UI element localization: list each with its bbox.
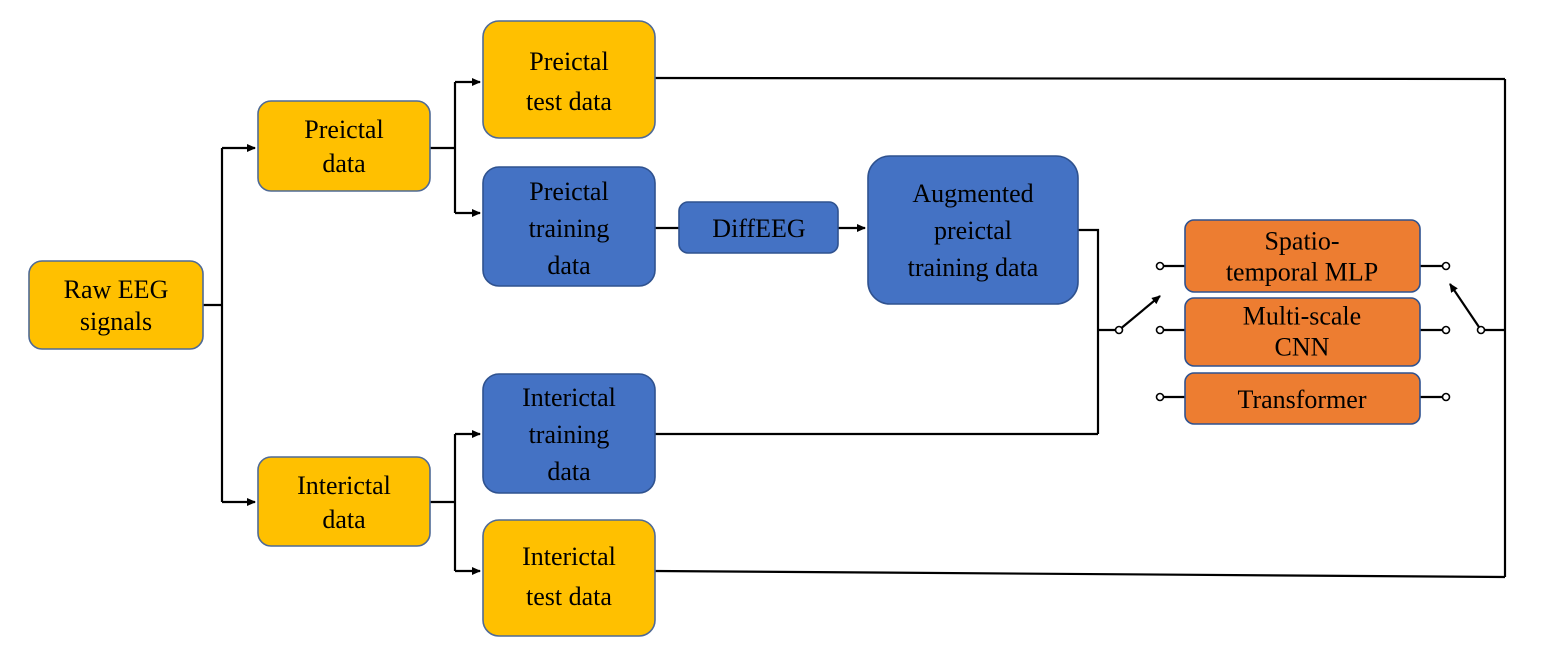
label-line: training [529, 420, 610, 449]
label-line: temporal MLP [1226, 258, 1378, 287]
label-line: Preictal [529, 47, 608, 76]
label-line: Augmented [912, 179, 1033, 208]
transformer-out-terminal [1441, 392, 1451, 402]
label-line: Interictal [297, 471, 391, 500]
cnn-out-terminal [1441, 325, 1451, 335]
interictal-test-data-box: Interictal test data [482, 519, 656, 637]
label-line: Interictal [522, 383, 616, 412]
switch-terminals [1114, 261, 1486, 402]
preictal-data-box: Preictal data [257, 100, 431, 192]
preictal-test-data-box: Preictal test data [482, 20, 656, 139]
mlp-out-terminal [1441, 261, 1451, 271]
label-line: Preictal [529, 177, 608, 206]
label-line: Transformer [1237, 385, 1366, 414]
label-line: data [322, 505, 366, 534]
interictal-data-box: Interictal data [257, 456, 431, 547]
augmented-out-connector [1078, 228, 1100, 434]
label-line: data [547, 251, 591, 280]
interictal-training-data-box: Interictal training data [482, 373, 656, 494]
label-line: Preictal [304, 115, 383, 144]
label-line: Spatio- [1264, 227, 1339, 256]
transformer-in-terminal [1155, 392, 1165, 402]
output-switch-pivot [1476, 325, 1486, 335]
spatiotemporal-mlp-label: Spatio-temporal MLP [1226, 227, 1378, 287]
spatiotemporal-mlp-box: Spatio-temporal MLP [1184, 219, 1421, 293]
label-line: data [547, 457, 591, 486]
label-line: Raw EEG [64, 275, 169, 304]
input-switch-lever [1118, 295, 1161, 331]
diffeeg-label: DiffEEG [712, 214, 805, 243]
input-switch-pivot [1114, 325, 1124, 335]
interictal-test-data-label: Interictal test data [522, 542, 616, 611]
augmented-preictal-training-data-box: Augmented preictal training data [867, 155, 1079, 305]
label-line: CNN [1275, 333, 1330, 362]
connectors [203, 76, 1507, 579]
transformer-label: Transformer [1237, 385, 1366, 414]
raw-eeg-box: Raw EEG signals [28, 260, 204, 350]
label-line: Multi-scale [1243, 302, 1361, 331]
label-line: test data [526, 582, 612, 611]
label-line: DiffEEG [712, 214, 805, 243]
mlp-in-terminal [1155, 261, 1165, 271]
label-line: training [529, 214, 610, 243]
output-switch-lever [1449, 283, 1482, 331]
interictal-test-out-connector [654, 569, 1506, 579]
preictal-data-label: Preictal data [304, 115, 383, 178]
augmented-preictal-training-data-label: Augmented preictal training data [908, 179, 1039, 282]
label-line: Interictal [522, 542, 616, 571]
label-line: signals [80, 307, 152, 336]
interictal-data-label: Interictal data [297, 471, 391, 534]
cnn-in-terminal [1155, 325, 1165, 335]
label-line: data [322, 149, 366, 178]
interictal-training-data-label: Interictal training data [522, 383, 616, 486]
preictal-training-data-label: Preictal training data [529, 177, 610, 280]
preictal-test-data-label: Preictal test data [526, 47, 612, 116]
label-line: training data [908, 253, 1039, 282]
label-line: preictal [934, 216, 1012, 245]
diffeeg-box: DiffEEG [678, 201, 839, 254]
transformer-box: Transformer [1184, 372, 1421, 425]
raw-eeg-label: Raw EEG signals [64, 275, 169, 336]
preictal-training-data-box: Preictal training data [482, 166, 656, 287]
label-line: test data [526, 87, 612, 116]
preictal-test-out-connector [654, 76, 1506, 81]
